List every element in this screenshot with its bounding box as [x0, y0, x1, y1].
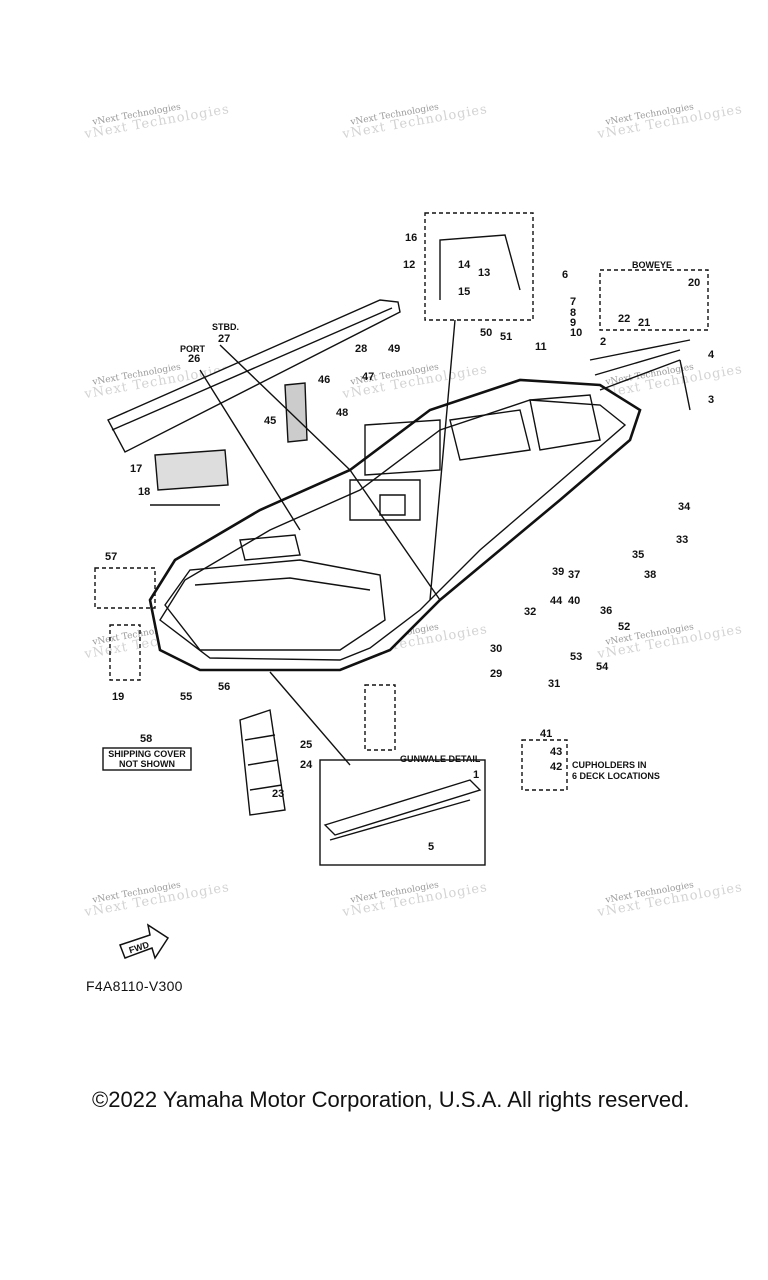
callout-22: 22: [618, 313, 630, 325]
callout-50: 50: [480, 327, 492, 339]
callout-10: 10: [570, 327, 582, 339]
callout-1: 1: [473, 769, 479, 781]
callout-13: 13: [478, 267, 490, 279]
callout-42: 42: [550, 761, 562, 773]
callout-56: 56: [218, 681, 230, 693]
callout-9: 9: [570, 317, 576, 329]
callout-39: 39: [552, 566, 564, 578]
callout-24: 24: [300, 759, 313, 771]
label-port: PORT: [180, 344, 206, 354]
callout-26: 26: [188, 353, 200, 365]
callout-32: 32: [524, 606, 536, 618]
callout-51: 51: [500, 331, 512, 343]
label-shipping-cover: SHIPPING COVER: [108, 749, 186, 759]
callout-54: 54: [596, 661, 609, 673]
callout-46: 46: [318, 374, 330, 386]
callout-12: 12: [403, 259, 415, 271]
callout-29: 29: [490, 668, 502, 680]
callout-41: 41: [540, 728, 552, 740]
callout-18: 18: [138, 486, 150, 498]
callout-15: 15: [458, 286, 470, 298]
callout-58: 58: [140, 733, 152, 745]
callout-2: 2: [600, 336, 606, 348]
callout-27: 27: [218, 333, 230, 345]
callout-8: 8: [570, 307, 576, 319]
callout-7: 7: [570, 296, 576, 308]
callout-19: 19: [112, 691, 124, 703]
label-not-shown: NOT SHOWN: [119, 759, 175, 769]
callout-4: 4: [708, 349, 715, 361]
label-cupholders: CUPHOLDERS IN: [572, 760, 647, 770]
callout-38: 38: [644, 569, 656, 581]
callout-17: 17: [130, 463, 142, 475]
callout-35: 35: [632, 549, 644, 561]
callout-23: 23: [272, 788, 284, 800]
copyright-notice: ©2022 Yamaha Motor Corporation, U.S.A. A…: [92, 1087, 690, 1112]
callout-11: 11: [535, 341, 547, 353]
callout-16: 16: [405, 232, 417, 244]
callout-49: 49: [388, 343, 400, 355]
fwd-arrow-icon: FWD: [119, 923, 170, 960]
callout-53: 53: [570, 651, 582, 663]
callout-37: 37: [568, 569, 580, 581]
callout-31: 31: [548, 678, 560, 690]
callout-36: 36: [600, 605, 612, 617]
callout-40: 40: [568, 595, 580, 607]
label-gunwale-detail: GUNWALE DETAIL: [400, 754, 481, 764]
callout-34: 34: [678, 501, 691, 513]
callout-33: 33: [676, 534, 688, 546]
callout-45: 45: [264, 415, 276, 427]
callout-48: 48: [336, 407, 348, 419]
label-stbd: STBD.: [212, 322, 239, 332]
callout-57: 57: [105, 551, 117, 563]
callout-6: 6: [562, 269, 568, 281]
callout-44: 44: [550, 595, 563, 607]
figure-code: F4A8110-V300: [86, 978, 183, 994]
callout-3: 3: [708, 394, 714, 406]
boat-hull-drawing: [94, 212, 709, 866]
label-boweye: BOWEYE: [632, 260, 672, 270]
callout-55: 55: [180, 691, 192, 703]
callout-30: 30: [490, 643, 502, 655]
callout-number-group: 1234567891011121314151617181920212223242…: [105, 232, 715, 853]
callout-21: 21: [638, 317, 650, 329]
callout-25: 25: [300, 739, 312, 751]
callout-28: 28: [355, 343, 367, 355]
label-deck-locations: 6 DECK LOCATIONS: [572, 771, 660, 781]
callout-5: 5: [428, 841, 434, 853]
callout-43: 43: [550, 746, 562, 758]
callout-47: 47: [362, 371, 374, 383]
callout-20: 20: [688, 277, 700, 289]
callout-52: 52: [618, 621, 630, 633]
callout-14: 14: [458, 259, 471, 271]
